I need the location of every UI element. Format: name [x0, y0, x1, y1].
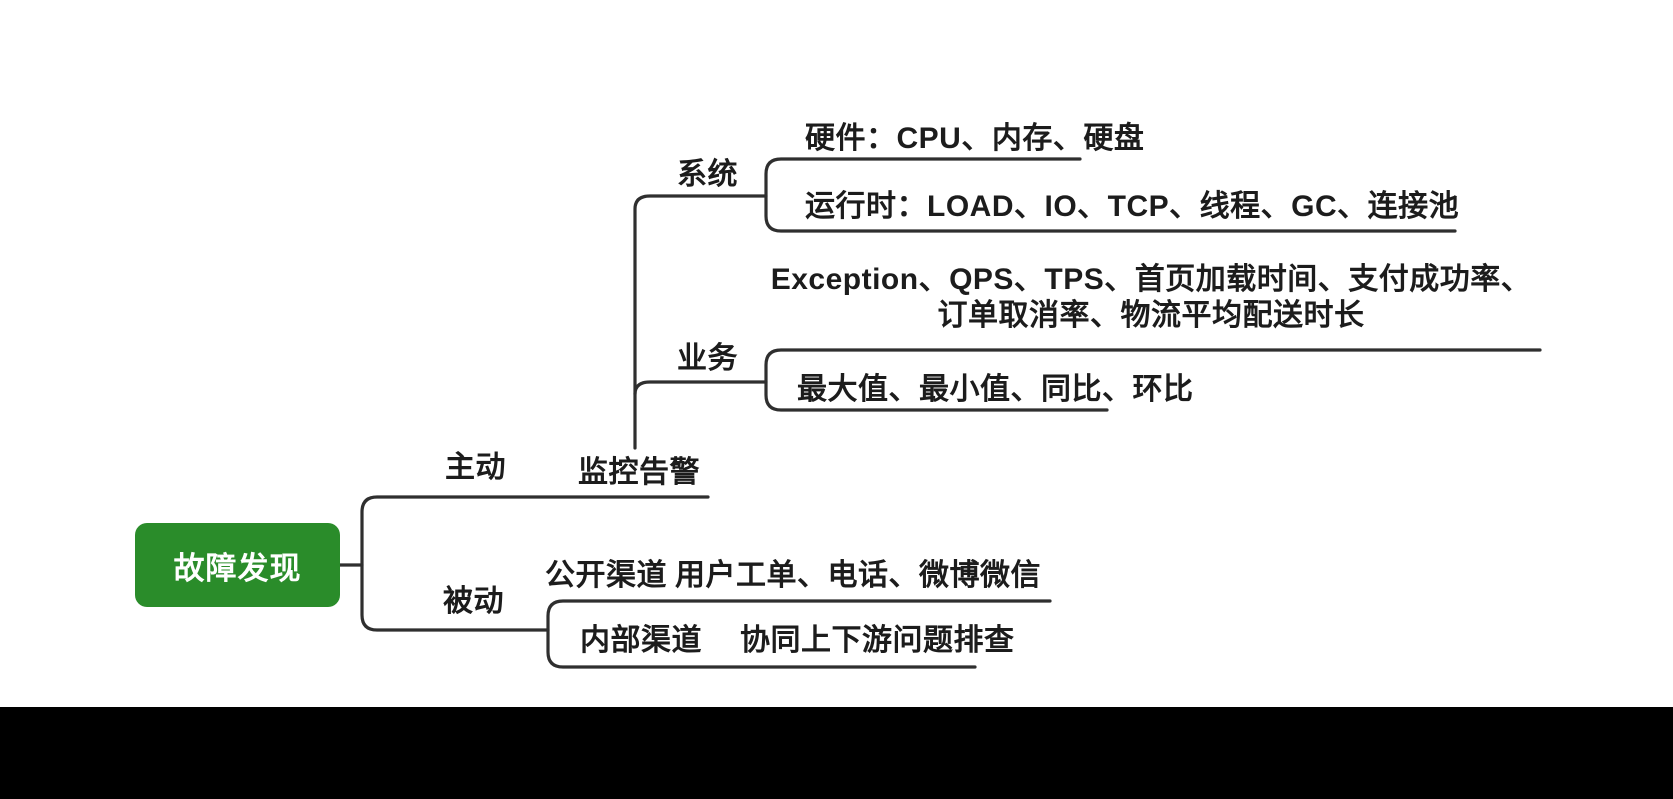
topic-business-metrics[interactable]: Exception、QPS、TPS、首页加载时间、支付成功率、 订单取消率、物流… [770, 262, 1532, 334]
root-topic-label: 故障发现 [173, 550, 302, 586]
topic-business-stats[interactable]: 最大值、最小值、同比、环比 [797, 373, 1194, 406]
monitor-spine-line [633, 194, 768, 450]
root-topic-故障发现[interactable]: 故障发现 [135, 523, 340, 607]
topic-business-metrics-line1: Exception、QPS、TPS、首页加载时间、支付成功率、 [770, 263, 1532, 296]
topic-public-channel-detail[interactable]: 用户工单、电话、微博微信 [675, 559, 1041, 592]
topic-internal-channel[interactable]: 内部渠道 [580, 624, 702, 657]
topic-business-metrics-line2: 订单取消率、物流平均配送时长 [937, 299, 1365, 332]
topic-runtime-metrics[interactable]: 运行时：LOAD、IO、TCP、线程、GC、连接池 [805, 190, 1460, 223]
topic-public-channel[interactable]: 公开渠道 [545, 559, 667, 592]
business-branch-line [633, 380, 768, 396]
topic-system[interactable]: 系统 [677, 158, 738, 191]
topic-monitor-alert[interactable]: 监控告警 [578, 456, 700, 489]
topic-active[interactable]: 主动 [445, 451, 506, 484]
topic-internal-channel-detail[interactable]: 协同上下游问题排查 [740, 624, 1015, 657]
letterbox-bottom-bar [0, 707, 1673, 799]
topic-hardware-metrics[interactable]: 硬件：CPU、内存、硬盘 [805, 122, 1145, 155]
topic-business[interactable]: 业务 [677, 342, 738, 375]
topic-passive[interactable]: 被动 [443, 585, 504, 618]
